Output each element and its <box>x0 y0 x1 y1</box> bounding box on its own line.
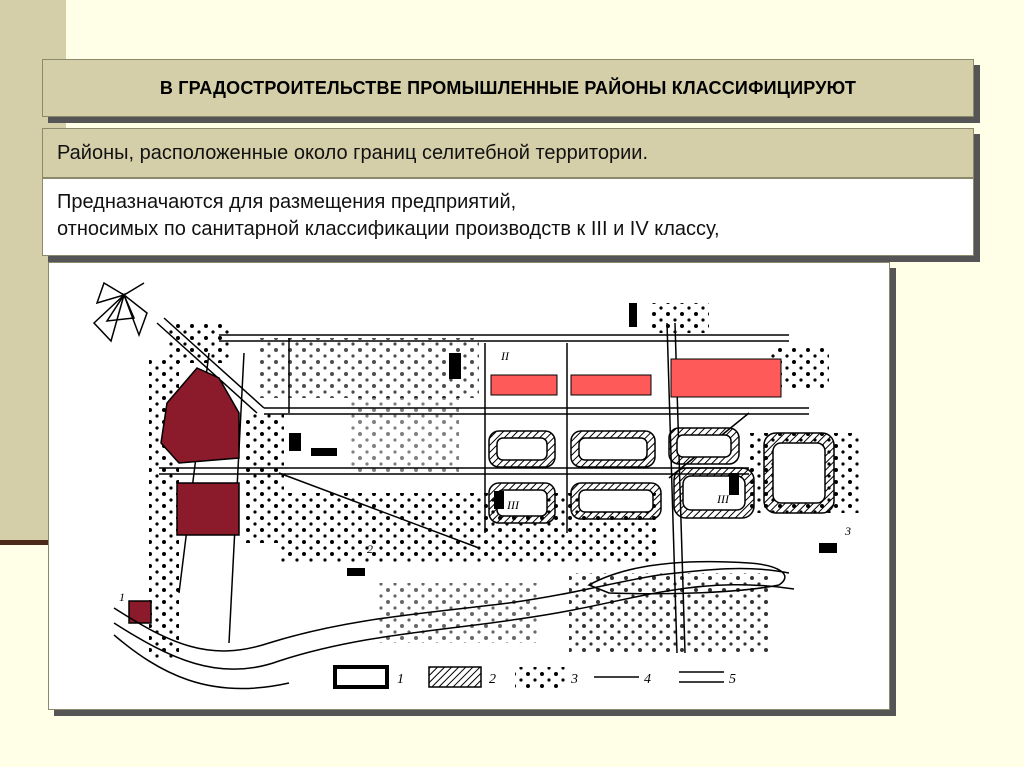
description-line: относимых по санитарной классификации пр… <box>57 218 720 240</box>
legend-label: 4 <box>644 672 651 687</box>
zone-label: 2 <box>367 542 373 556</box>
description-panel: Предназначаются для размещения предприят… <box>42 178 974 256</box>
legend-label: 3 <box>570 672 578 687</box>
zone-label: III <box>506 498 520 512</box>
residential-blocks <box>488 427 835 524</box>
zone-label: III <box>716 492 730 506</box>
title-banner: В ГРАДОСТРОИТЕЛЬСТВЕ ПРОМЫШЛЕННЫЕ РАЙОНЫ… <box>42 59 974 117</box>
slide-title: В ГРАДОСТРОИТЕЛЬСТВЕ ПРОМЫШЛЕННЫЕ РАЙОНЫ… <box>159 77 857 98</box>
zone-label: II <box>500 349 510 363</box>
description-line: Предназначаются для размещения предприят… <box>57 191 517 213</box>
legend-label: 2 <box>489 672 496 687</box>
wind-rose-icon <box>92 281 148 343</box>
city-plan-svg: II III III 1 2 3 1 2 3 4 5 <box>92 281 859 690</box>
legend-label: 5 <box>729 672 736 687</box>
city-plan-figure: II III III 1 2 3 1 2 3 4 5 <box>48 262 890 710</box>
buildings <box>289 303 837 576</box>
slide-subtitle: Районы, расположенные около границ селит… <box>57 141 648 164</box>
river <box>113 560 795 690</box>
map-legend: 1 2 3 4 5 <box>333 665 736 689</box>
zone-label: 1 <box>119 590 125 604</box>
industrial-zones <box>128 358 782 624</box>
legend-symbol-residential <box>428 666 482 688</box>
legend-symbol-industrial <box>333 665 389 689</box>
legend-label: 1 <box>397 672 404 687</box>
zone-label: 3 <box>844 524 851 538</box>
decorative-rule <box>0 540 48 545</box>
subtitle-banner: Районы, расположенные около границ селит… <box>42 128 974 178</box>
legend-symbol-green <box>515 667 565 689</box>
